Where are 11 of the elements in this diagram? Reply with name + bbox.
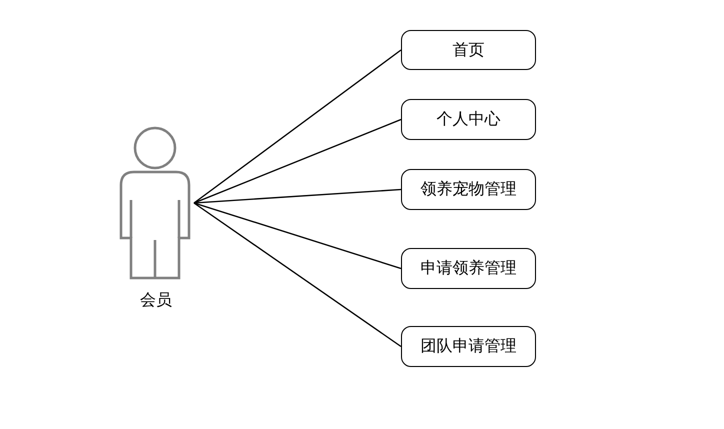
use-case-box: 团队申请管理 (401, 326, 536, 367)
association-line (194, 49, 402, 204)
association-line (194, 118, 402, 204)
association-line (194, 202, 402, 270)
use-case-box: 首页 (401, 30, 536, 70)
use-case-box: 申请领养管理 (401, 248, 536, 289)
use-case-box: 领养宠物管理 (401, 169, 536, 210)
use-case-box: 个人中心 (401, 99, 536, 140)
actor-label: 会员 (140, 290, 172, 311)
association-line (194, 202, 402, 348)
association-line (194, 188, 402, 204)
